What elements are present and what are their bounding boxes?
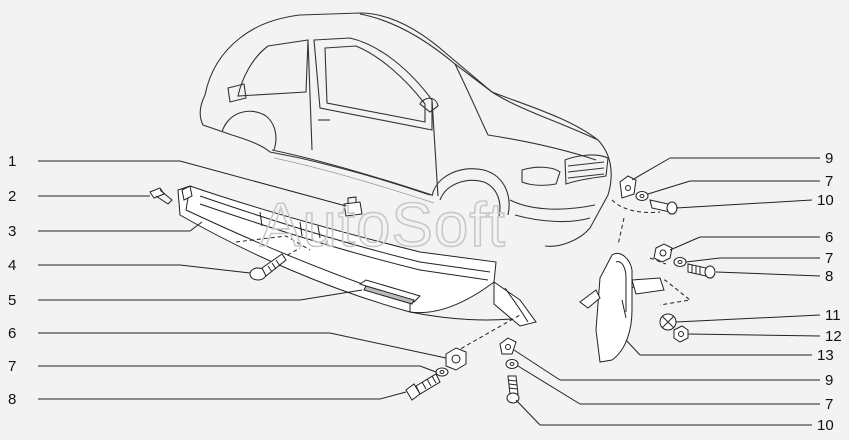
nut-6-right xyxy=(653,243,673,263)
watermark: AutoSoft xyxy=(260,191,506,260)
bracket-9-top xyxy=(619,175,637,199)
nut-6 xyxy=(445,347,467,371)
washer-7-right xyxy=(673,257,687,267)
callout-8-right: 8 xyxy=(825,268,833,285)
callout-6: 6 xyxy=(8,325,16,342)
screw-10-bottom xyxy=(506,375,520,404)
bolt-8 xyxy=(405,373,441,401)
callout-9-bottom: 9 xyxy=(825,372,833,389)
callout-1: 1 xyxy=(8,153,16,170)
callout-3: 3 xyxy=(8,223,16,240)
push-clip xyxy=(149,187,173,205)
callout-8: 8 xyxy=(8,391,16,408)
callout-7-bottom: 7 xyxy=(825,396,833,413)
nut-12 xyxy=(673,325,689,343)
mudflap xyxy=(579,253,665,363)
washer-7 xyxy=(435,367,449,377)
left-leader-lines xyxy=(38,160,447,400)
bolt-8-right xyxy=(687,263,716,279)
sill-cover xyxy=(177,185,537,327)
bracket-9-bottom xyxy=(499,337,517,355)
screw-10-top xyxy=(649,199,678,215)
callout-13: 13 xyxy=(817,347,834,364)
callout-9-top: 9 xyxy=(825,150,833,167)
car-body-drawing xyxy=(199,12,612,247)
callout-6-right: 6 xyxy=(825,229,833,246)
right-callouts: 9 7 10 6 7 8 11 12 13 9 7 10 xyxy=(817,150,842,434)
callout-12: 12 xyxy=(825,328,842,345)
callout-7: 7 xyxy=(8,358,16,375)
callout-10-top: 10 xyxy=(817,192,834,209)
callout-7-right: 7 xyxy=(825,250,833,267)
callout-7-top: 7 xyxy=(825,173,833,190)
callout-4: 4 xyxy=(8,257,16,274)
washer-7-bottom xyxy=(505,359,519,369)
left-callouts: 1 2 3 4 5 6 7 8 xyxy=(8,153,16,408)
washer-7-top xyxy=(635,191,649,201)
callout-10-bottom: 10 xyxy=(817,417,834,434)
callout-5: 5 xyxy=(8,292,16,309)
callout-2: 2 xyxy=(8,188,16,205)
lock-washer-11 xyxy=(659,313,677,331)
right-leader-lines xyxy=(513,157,821,426)
screw-4 xyxy=(249,253,287,281)
callout-11: 11 xyxy=(825,307,841,324)
trim-strip xyxy=(358,279,421,305)
